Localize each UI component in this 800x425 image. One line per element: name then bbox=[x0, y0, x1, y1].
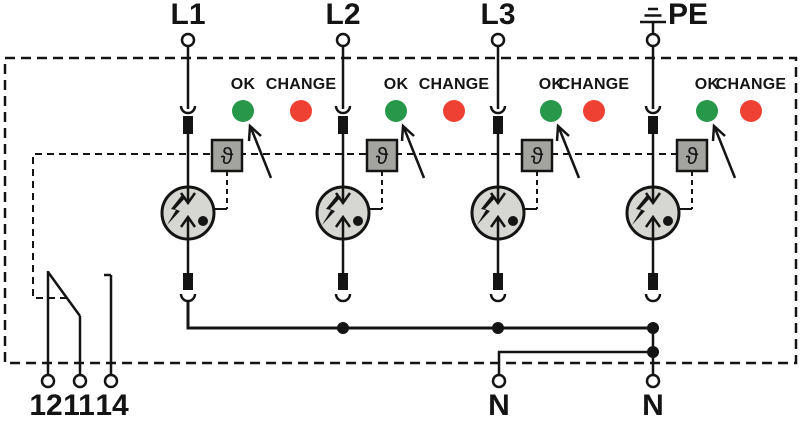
electrode-arrow-up-icon bbox=[489, 214, 507, 228]
indicator-arrow-icon bbox=[249, 127, 273, 179]
plug-contact-icon bbox=[489, 293, 507, 303]
monitoring-dashed-line bbox=[32, 153, 676, 299]
ok-led-label: OK bbox=[538, 76, 564, 93]
spd-channel-l1: ϑ bbox=[160, 32, 312, 303]
plug-contact-icon bbox=[489, 105, 507, 115]
ok-led bbox=[540, 100, 562, 122]
thermal-symbol: ϑ bbox=[376, 143, 389, 169]
disconnector-element bbox=[338, 116, 348, 134]
neutral-link-wire bbox=[497, 350, 653, 375]
thermal-symbol: ϑ bbox=[686, 143, 699, 169]
ok-led bbox=[385, 100, 407, 122]
indicator-arrowhead-icon bbox=[711, 123, 726, 142]
spd-channel-pe: ϑ bbox=[625, 32, 762, 303]
bottom-bus-wire bbox=[186, 302, 653, 330]
plug-contact-icon bbox=[644, 293, 662, 303]
electrode-arrow-up-icon bbox=[334, 214, 352, 228]
disconnect-dot bbox=[508, 216, 518, 226]
changeover-contact bbox=[40, 271, 119, 389]
switch-arm bbox=[46, 271, 82, 317]
terminal-14 bbox=[103, 373, 119, 389]
indicator-arrow-icon bbox=[402, 127, 426, 179]
disconnector-element bbox=[338, 273, 348, 290]
thermal-disconnect-icon bbox=[210, 138, 244, 173]
terminal-n1 bbox=[491, 373, 507, 389]
plug-contact-icon bbox=[179, 105, 197, 115]
plug-contact-icon bbox=[644, 105, 662, 115]
thermal-disconnect-icon bbox=[520, 138, 554, 173]
terminal-label-n2: N bbox=[642, 389, 664, 422]
line-label-pe: PE bbox=[667, 0, 709, 31]
ok-led-label: OK bbox=[694, 76, 720, 93]
thermal-symbol: ϑ bbox=[221, 143, 234, 169]
top-terminal bbox=[180, 32, 196, 48]
disconnector-element bbox=[648, 273, 658, 290]
thermal-disconnect-icon bbox=[365, 138, 399, 173]
indicator-arrow-icon bbox=[557, 127, 581, 179]
change-led bbox=[443, 100, 465, 122]
device-outline bbox=[3, 56, 798, 365]
thermal-disconnect-icon bbox=[675, 138, 709, 173]
plug-contact-icon bbox=[334, 105, 352, 115]
ok-led bbox=[232, 100, 254, 122]
change-led bbox=[740, 100, 762, 122]
change-led bbox=[290, 100, 312, 122]
spd-channel-l2: ϑ bbox=[315, 32, 465, 303]
earth-ground-icon bbox=[640, 7, 666, 34]
junction-dot bbox=[492, 322, 504, 334]
indicator-arrow-icon bbox=[713, 127, 737, 179]
indicator-arrowhead-icon bbox=[247, 123, 262, 142]
lightning-bolt-icon bbox=[477, 195, 496, 225]
change-led-label: CHANGE bbox=[558, 76, 630, 93]
plug-contact-icon bbox=[179, 293, 197, 303]
change-led-label: CHANGE bbox=[418, 76, 490, 93]
disconnector-element bbox=[183, 273, 193, 290]
indicator-arrowhead-icon bbox=[555, 123, 570, 142]
terminal-n2 bbox=[645, 373, 661, 389]
electrode-arrow-up-icon bbox=[179, 214, 197, 228]
terminal-label-14: 14 bbox=[95, 389, 129, 422]
disconnect-dot bbox=[198, 216, 208, 226]
plug-contact-icon bbox=[334, 293, 352, 303]
terminal-12 bbox=[40, 373, 56, 389]
spd-channel-l3: ϑ bbox=[470, 32, 605, 303]
lightning-bolt-icon bbox=[322, 195, 341, 225]
terminal-label-11: 11 bbox=[63, 389, 95, 422]
disconnector-element bbox=[648, 116, 658, 134]
disconnector-element bbox=[493, 116, 503, 134]
lightning-bolt-icon bbox=[632, 195, 651, 225]
top-terminal bbox=[645, 32, 661, 48]
terminal-label-12: 12 bbox=[29, 389, 63, 422]
disconnector-element bbox=[183, 116, 193, 134]
indicator-arrowhead-icon bbox=[400, 123, 415, 142]
line-label-l3: L3 bbox=[480, 0, 516, 31]
disconnect-dot bbox=[353, 216, 363, 226]
change-led bbox=[583, 100, 605, 122]
junction-dot bbox=[647, 322, 659, 334]
line-label-l2: L2 bbox=[325, 0, 361, 31]
top-terminal bbox=[490, 32, 506, 48]
lightning-bolt-icon bbox=[167, 195, 186, 225]
disconnect-dot bbox=[663, 216, 673, 226]
change-led-label: CHANGE bbox=[265, 76, 337, 93]
disconnector-element bbox=[493, 273, 503, 290]
ok-led-label: OK bbox=[383, 76, 409, 93]
top-terminal bbox=[335, 32, 351, 48]
change-led-label: CHANGE bbox=[715, 76, 787, 93]
ok-led bbox=[696, 100, 718, 122]
terminal-label-n1: N bbox=[488, 389, 510, 422]
junction-dot bbox=[337, 322, 349, 334]
junction-dot bbox=[647, 346, 659, 358]
electrode-arrow-up-icon bbox=[644, 214, 662, 228]
terminal-11 bbox=[72, 373, 88, 389]
thermal-symbol: ϑ bbox=[531, 143, 544, 169]
line-label-l1: L1 bbox=[170, 0, 206, 31]
channels-layer: ϑ ϑ bbox=[160, 32, 762, 303]
ok-led-label: OK bbox=[230, 76, 256, 93]
